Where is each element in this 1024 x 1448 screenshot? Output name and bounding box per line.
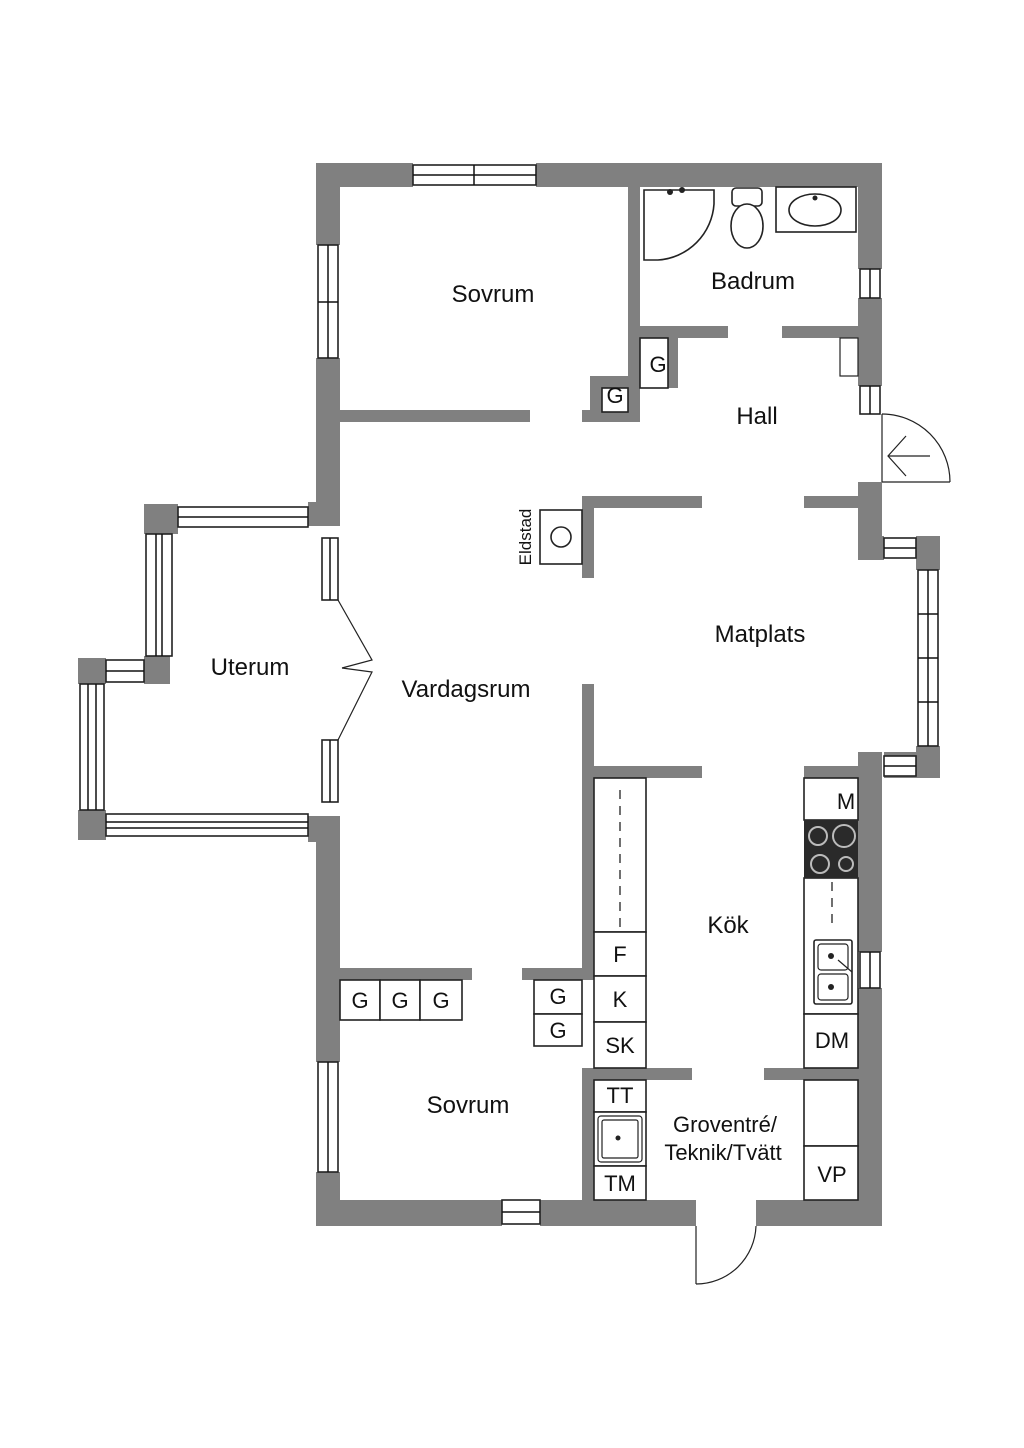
- wardrobe-label: G: [351, 988, 368, 1013]
- room-label-groventre-line1: Groventré/: [673, 1112, 778, 1137]
- heat-pump-label: VP: [817, 1162, 846, 1187]
- kitchen-counters: [593, 777, 859, 1069]
- freezer-label: F: [613, 942, 626, 967]
- room-label-badrum: Badrum: [711, 268, 795, 295]
- room-label-sovrum-top: Sovrum: [452, 281, 535, 308]
- wardrobe-label: G: [649, 352, 666, 377]
- room-label-matplats: Matplats: [715, 621, 806, 648]
- room-label-uterum: Uterum: [211, 654, 290, 681]
- room-label-vardagsrum: Vardagsrum: [402, 676, 531, 703]
- shower-icon: [643, 187, 715, 261]
- cabinet-sk-label: SK: [605, 1033, 635, 1058]
- wardrobe-label: G: [549, 1018, 566, 1043]
- wardrobe-label: G: [549, 984, 566, 1009]
- dryer-label: TT: [607, 1083, 634, 1108]
- hall-cabinet: [839, 337, 859, 377]
- stove-icon: [804, 820, 858, 878]
- wardrobe-label: G: [391, 988, 408, 1013]
- sink-icon: [775, 186, 857, 233]
- utility-fixtures: [593, 1079, 859, 1201]
- room-label-kok: Kök: [707, 912, 749, 939]
- fireplace-icon: [539, 509, 583, 565]
- doors: [337, 413, 951, 1285]
- windows: [79, 164, 939, 1225]
- wardrobe-label: G: [432, 988, 449, 1013]
- fixture-labels: G G G G G G G M F K SK DM TT TM VP: [351, 352, 855, 1196]
- room-label-groventre-line2: Teknik/Tvätt: [664, 1140, 781, 1165]
- walls: [78, 163, 940, 1226]
- fridge-label: K: [613, 987, 628, 1012]
- wardrobe-label: G: [606, 383, 623, 408]
- room-label-sovrum-bottom: Sovrum: [427, 1092, 510, 1119]
- toilet-icon: [730, 187, 764, 249]
- washer-label: TM: [604, 1171, 636, 1196]
- room-labels: Sovrum Badrum Hall Eldstad Matplats Uter…: [211, 268, 806, 1165]
- room-label-hall: Hall: [736, 403, 777, 430]
- wardrobes: [339, 337, 669, 1047]
- dishwasher-label: DM: [815, 1028, 849, 1053]
- entrance-arrow-icon: [887, 435, 930, 477]
- room-label-eldstad: Eldstad: [516, 509, 535, 566]
- kitchen-sink-icon: [813, 939, 853, 1005]
- microwave-label: M: [837, 789, 855, 814]
